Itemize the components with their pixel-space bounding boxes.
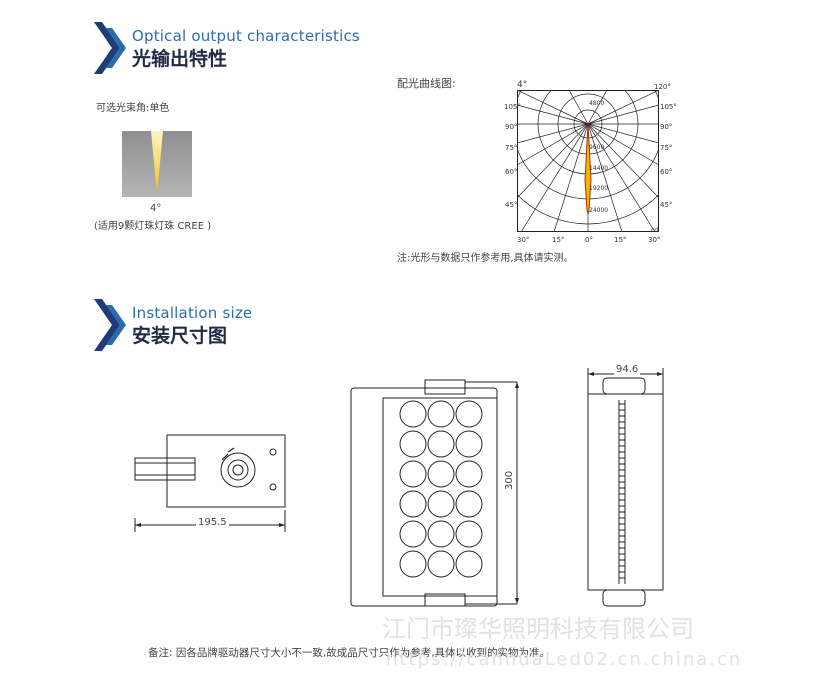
beam-angle-value: 4° bbox=[150, 203, 162, 214]
dim-width-side: 195.5 bbox=[196, 517, 229, 528]
polar-right-label: 105° bbox=[660, 103, 677, 111]
polar-bottom-label: 30° bbox=[517, 236, 530, 244]
polar-bottom-label: 0° bbox=[585, 236, 593, 244]
polar-right-label: 60° bbox=[660, 168, 673, 176]
polar-bottom-label: 30° bbox=[648, 236, 661, 244]
polar-left-label: 75° bbox=[505, 144, 518, 152]
polar-ring-label: 24000 bbox=[589, 207, 609, 214]
beam-angle-image bbox=[122, 131, 192, 197]
beam-angle-note: (适用9颗灯珠灯珠 CREE ) bbox=[94, 221, 212, 232]
top-view-drawing bbox=[583, 364, 673, 614]
polar-left-label: 90° bbox=[505, 123, 518, 131]
polar-ring-label: 19200 bbox=[589, 185, 609, 192]
front-view-drawing bbox=[345, 376, 525, 610]
beam-angle-label: 可选光束角:单色 bbox=[96, 103, 170, 114]
polar-left-label: 105° bbox=[504, 103, 521, 111]
watermark-url: https://cannuaLed02.cn.china.cn bbox=[386, 649, 743, 670]
polar-ring-label: 9600 bbox=[589, 144, 605, 151]
section2-title-en: Installation size bbox=[132, 304, 253, 322]
section1-title-en: Optical output characteristics bbox=[132, 27, 360, 45]
polar-right-label: 90° bbox=[660, 123, 673, 131]
polar-ring-label: 14400 bbox=[589, 165, 609, 172]
dim-depth-top: 94.6 bbox=[614, 364, 641, 375]
polar-bottom-label: 15° bbox=[552, 236, 565, 244]
polar-unit: cd bbox=[651, 227, 659, 234]
polar-right-label: 75° bbox=[660, 144, 673, 152]
polar-left-label: 60° bbox=[505, 168, 518, 176]
polar-right-label: 45° bbox=[660, 201, 673, 209]
section1-title-zh: 光输出特性 bbox=[132, 48, 228, 70]
footer-note: 备注: 因各品牌驱动器尺寸大小不一致,故成品尺寸只作为参考,具体以收到的实物为准… bbox=[148, 647, 551, 659]
dim-height-front: 300 bbox=[504, 468, 515, 492]
polar-title: 配光曲线图: bbox=[397, 77, 456, 90]
section1-chevron-icon bbox=[92, 20, 130, 76]
watermark-company: 江门市璨华照明科技有限公司 bbox=[382, 615, 694, 643]
polar-left-label: 45° bbox=[505, 201, 518, 209]
polar-ring-label: 4800 bbox=[589, 100, 605, 107]
section2-title-zh: 安装尺寸图 bbox=[132, 325, 228, 347]
polar-diagram bbox=[457, 0, 719, 255]
polar-bottom-label: 15° bbox=[614, 236, 627, 244]
polar-note: 注:光形与数据只作参考用,具体请实测。 bbox=[397, 253, 574, 264]
polar-corner-left: 4° bbox=[517, 80, 528, 90]
section2-chevron-icon bbox=[92, 297, 130, 353]
polar-corner-right: 120° bbox=[654, 83, 671, 91]
